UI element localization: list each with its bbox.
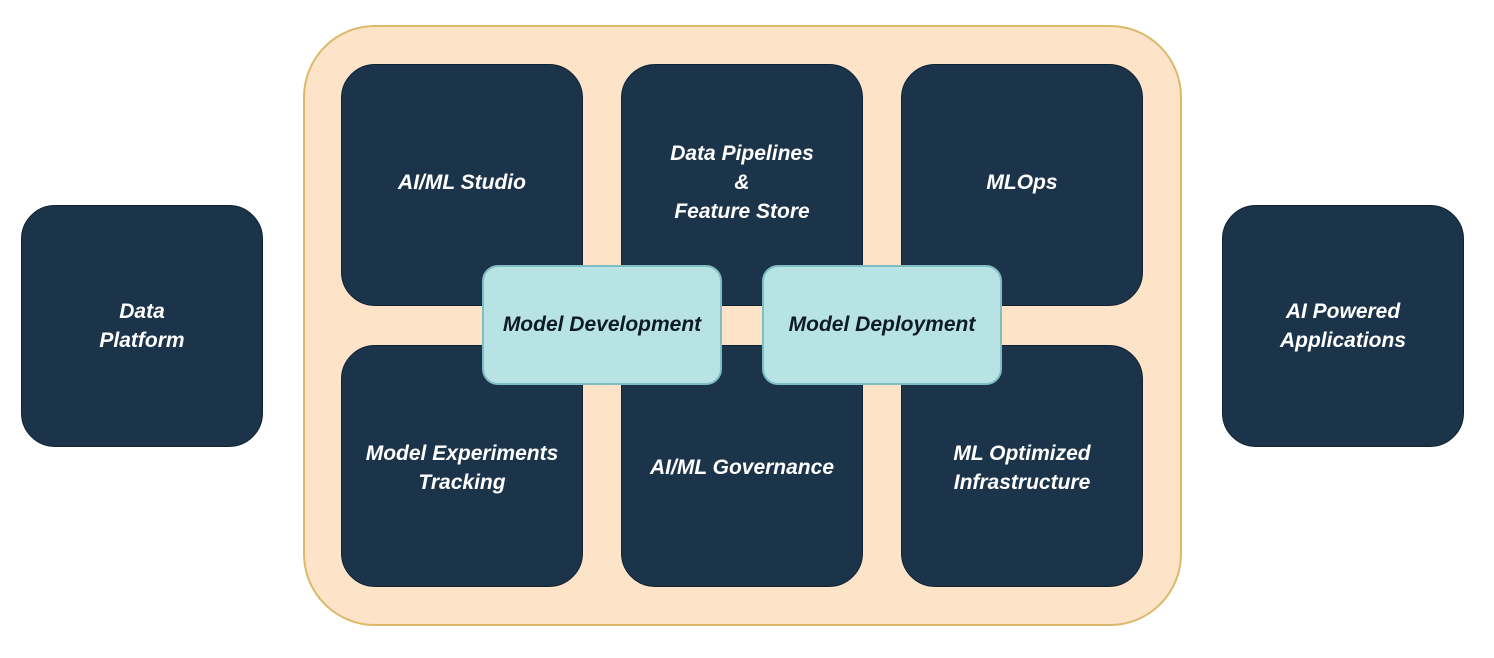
model-experiments-line-2: Tracking <box>418 470 506 494</box>
aiml-governance-box: AI/ML Governance <box>621 345 863 587</box>
ml-optimized-line-1: ML Optimized <box>953 441 1091 465</box>
model-development-box: Model Development <box>482 265 722 385</box>
mlops-label: MLOps <box>986 171 1058 194</box>
ai-powered-line-1: AI Powered <box>1285 300 1401 323</box>
model-experiments-tracking-box: Model Experiments Tracking <box>341 345 583 587</box>
model-experiments-line-1: Model Experiments <box>365 441 559 465</box>
model-deployment-box: Model Deployment <box>762 265 1002 385</box>
data-platform-line-2: Platform <box>99 329 185 352</box>
ai-powered-applications-box: AI Powered Applications <box>1222 205 1464 447</box>
data-pipelines-line-1: Data Pipelines <box>670 142 814 165</box>
ml-optimized-infrastructure-box: ML Optimized Infrastructure <box>901 345 1143 587</box>
aiml-governance-label: AI/ML Governance <box>650 456 834 479</box>
ml-optimized-line-2: Infrastructure <box>953 470 1091 494</box>
ai-powered-line-2: Applications <box>1279 329 1406 352</box>
model-deployment-label: Model Deployment <box>788 313 976 336</box>
aiml-studio-label: AI/ML Studio <box>398 171 526 194</box>
data-platform-box: Data Platform <box>21 205 263 447</box>
model-development-label: Model Development <box>502 313 702 336</box>
data-pipelines-line-2: & <box>734 171 750 194</box>
data-pipelines-line-3: Feature Store <box>674 200 810 223</box>
data-platform-line-1: Data <box>119 300 165 323</box>
aiml-studio-box: AI/ML Studio <box>341 64 583 306</box>
